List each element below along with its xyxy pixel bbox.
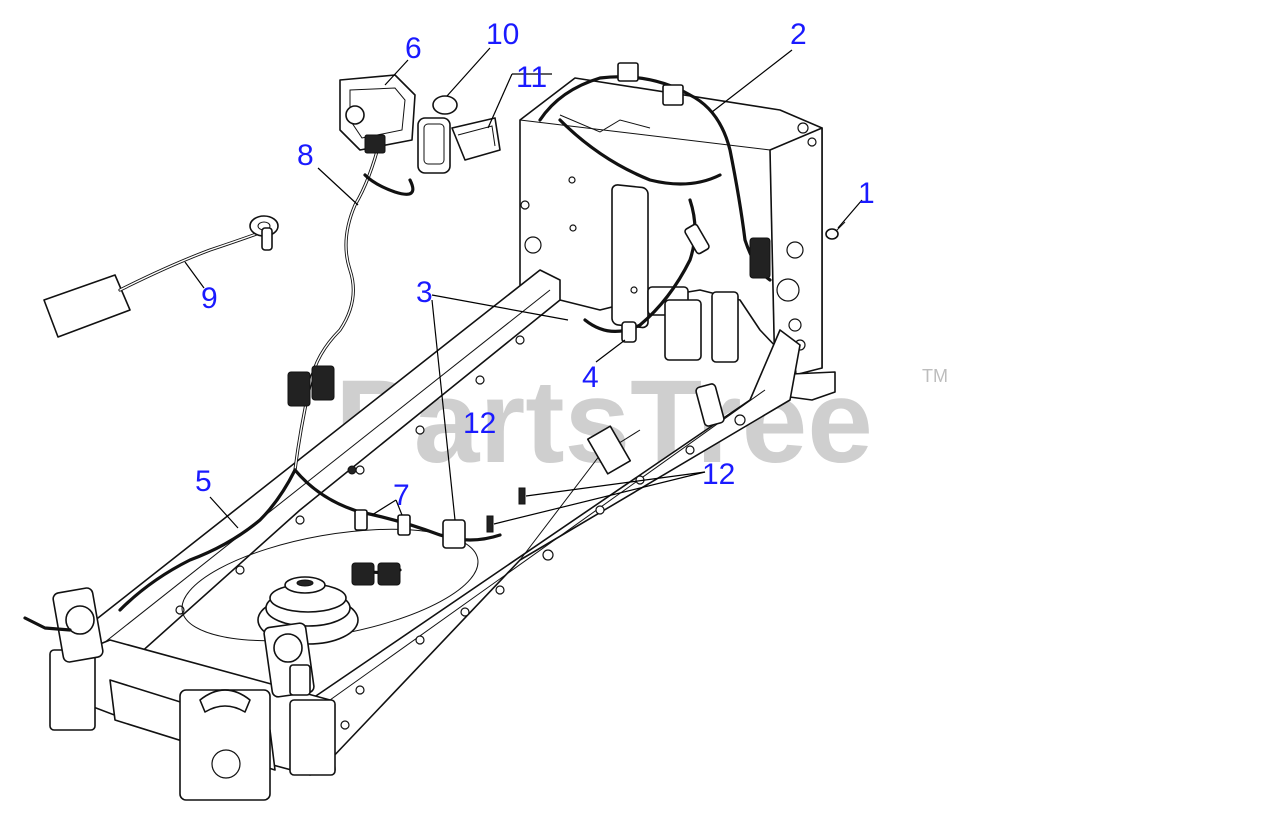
watermark-trademark: TM [922,366,948,386]
item-11-bracket [451,117,501,161]
wire-harness [118,62,772,612]
callout-7: 7 [393,479,410,512]
callout-12-lower: 12 [702,458,735,491]
callout-labels: 1 2 3 4 5 6 7 8 9 10 11 12 12 [195,18,875,512]
callout-3: 3 [416,276,433,309]
callout-8: 8 [297,139,314,172]
chassis-frame [49,269,801,801]
callout-1: 1 [858,177,875,210]
item-12-screws [347,465,526,533]
left-spindle [23,587,104,663]
item-10-connector [417,95,458,174]
callout-11: 11 [516,61,547,94]
leader-lines [184,47,863,529]
callout-10: 10 [486,18,519,51]
right-spindle [263,622,315,698]
item-7-clips [354,509,411,536]
callout-4: 4 [582,361,599,394]
callout-12-upper: 12 [463,407,496,440]
callout-6: 6 [405,32,422,65]
item-1-bolt [825,221,846,240]
item-9-cable-tag [43,215,279,338]
callout-5: 5 [195,465,212,498]
callout-2: 2 [790,18,807,51]
callout-9: 9 [201,282,218,315]
item-6-switch [339,74,416,154]
